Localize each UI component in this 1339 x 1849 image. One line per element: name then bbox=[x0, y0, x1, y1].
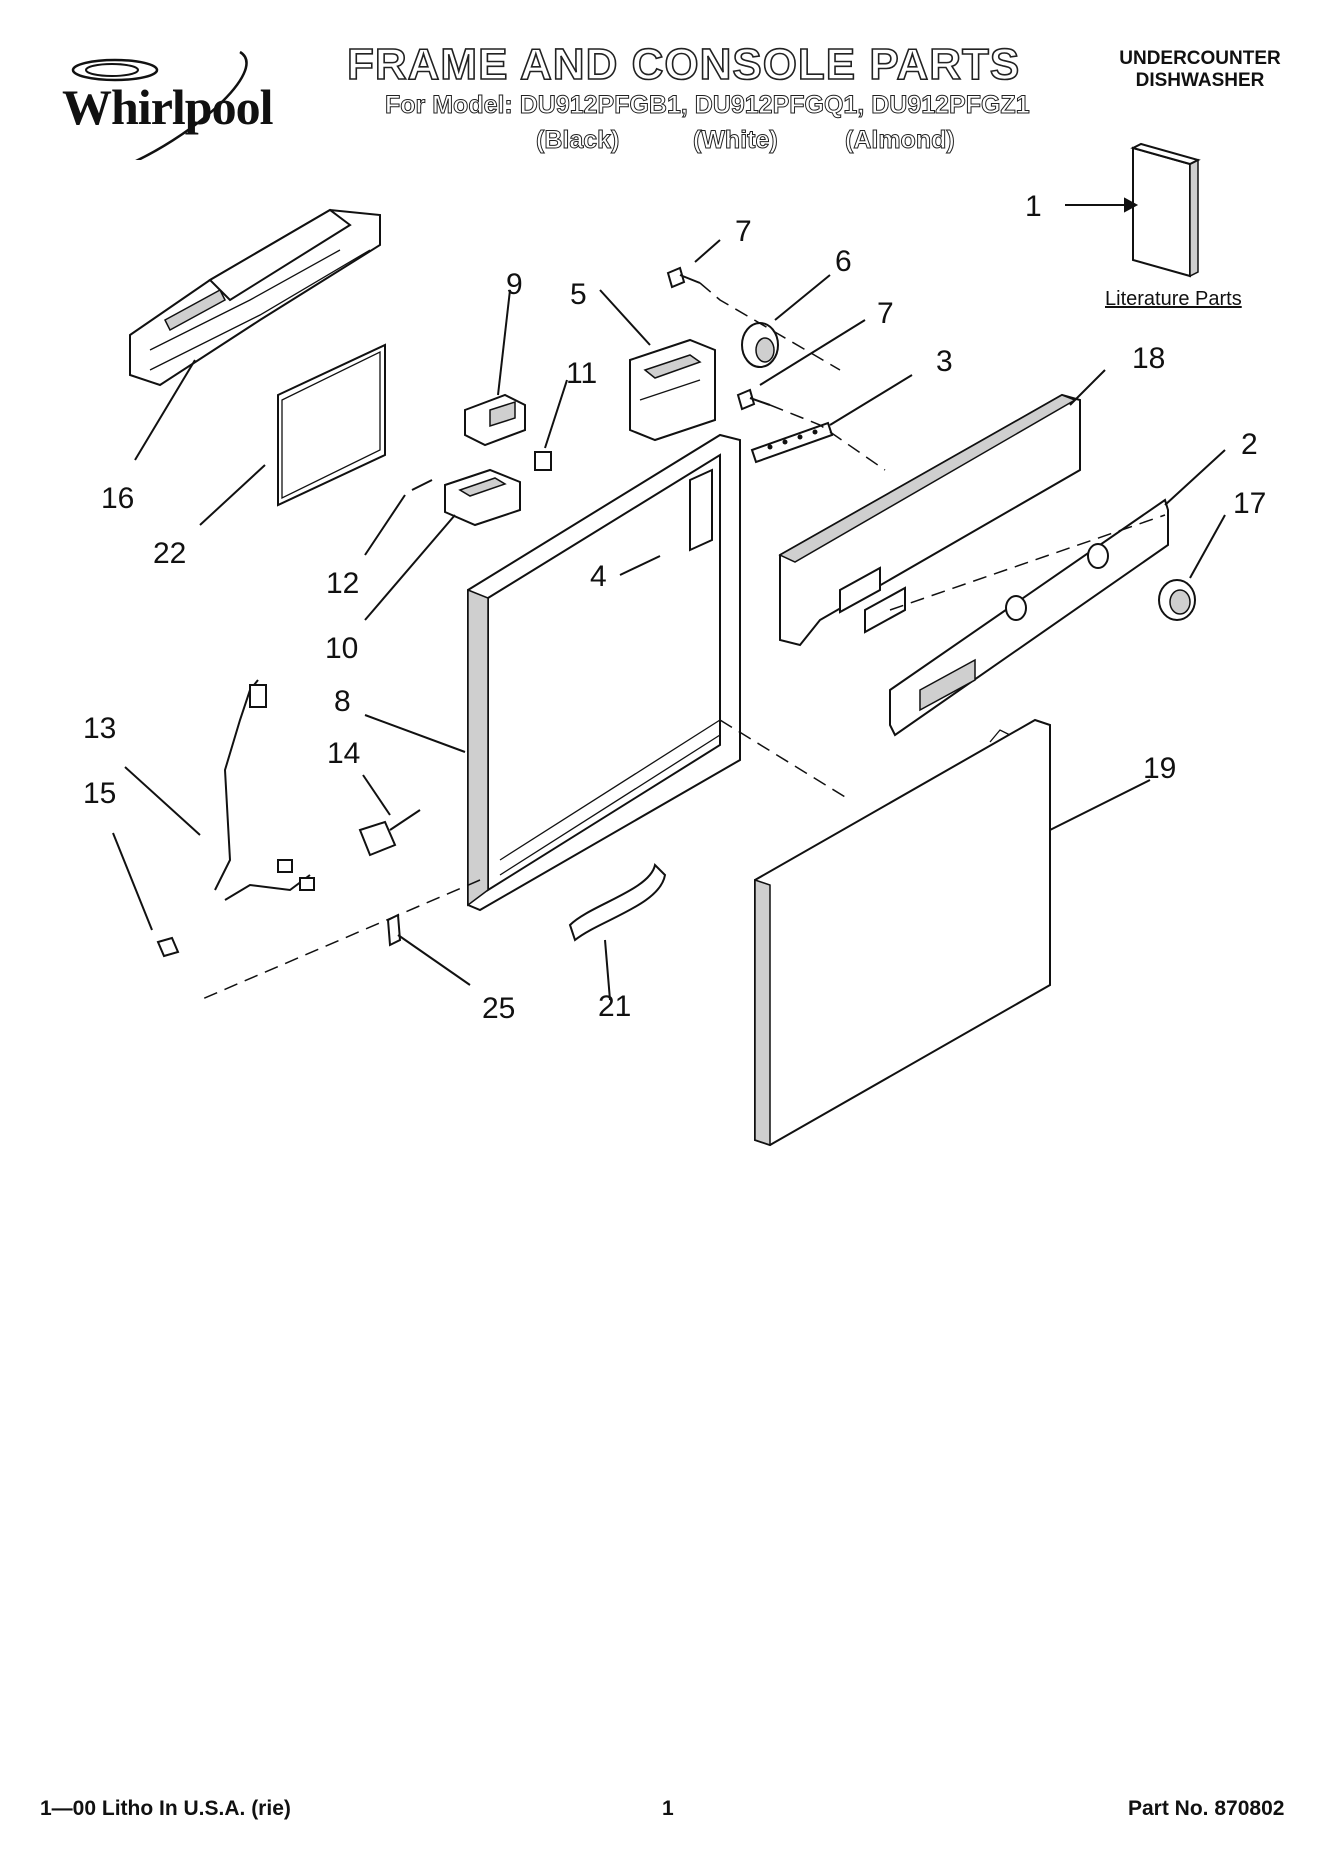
callout-8: 8 bbox=[334, 685, 351, 718]
literature-booklet bbox=[1130, 142, 1201, 278]
bracket-10 bbox=[444, 468, 521, 527]
callout-3: 3 bbox=[936, 345, 953, 378]
litho-info: 1—00 Litho In U.S.A. (rie) bbox=[40, 1797, 291, 1820]
whirlpool-logo: Whirlpool bbox=[40, 40, 280, 160]
variant-black: (Black) bbox=[535, 126, 620, 155]
console-overlay bbox=[889, 498, 1169, 737]
leader-lines bbox=[112, 197, 1226, 1001]
callout-5: 5 bbox=[570, 278, 587, 311]
callout-1: 1 bbox=[1025, 190, 1042, 223]
callout-9: 9 bbox=[506, 268, 523, 301]
sensor bbox=[358, 809, 421, 857]
callout-19: 19 bbox=[1143, 752, 1177, 785]
callout-2: 2 bbox=[1241, 428, 1258, 461]
callout-16: 16 bbox=[101, 482, 135, 515]
callout-18: 18 bbox=[1132, 342, 1166, 375]
product-type: UNDERCOUNTER DISHWASHER bbox=[1105, 48, 1295, 92]
callout-7-mid: 7 bbox=[877, 297, 894, 330]
callout-11: 11 bbox=[566, 357, 598, 390]
frame-clip bbox=[386, 913, 402, 947]
brand-name: Whirlpool bbox=[62, 79, 273, 135]
callout-6: 6 bbox=[835, 245, 852, 278]
product-line-2: DISHWASHER bbox=[1135, 70, 1265, 91]
callout-4: 4 bbox=[590, 560, 607, 593]
timer-dial bbox=[741, 322, 779, 368]
callout-21: 21 bbox=[598, 990, 632, 1023]
callout-22: 22 bbox=[153, 537, 187, 570]
callout-10: 10 bbox=[325, 632, 359, 665]
variant-white: (White) bbox=[693, 126, 779, 155]
screw-mid bbox=[736, 388, 771, 411]
page-title: FRAME AND CONSOLE PARTS bbox=[346, 39, 1021, 90]
callout-15: 15 bbox=[83, 777, 117, 810]
control-knob bbox=[1158, 579, 1196, 621]
connector bbox=[534, 451, 552, 471]
part-number: Part No. 870802 bbox=[1128, 1797, 1285, 1820]
harness-screw bbox=[156, 936, 180, 958]
door-handle bbox=[568, 862, 667, 942]
console-bracket bbox=[129, 208, 381, 387]
callout-14: 14 bbox=[327, 737, 361, 770]
swirl-icon bbox=[71, 50, 248, 160]
callout-13: 13 bbox=[83, 712, 117, 745]
model-line: For Model: DU912PFGB1, DU912PFGQ1, DU912… bbox=[385, 91, 1031, 120]
door-panel bbox=[754, 718, 1051, 1147]
pin-12 bbox=[411, 479, 433, 491]
door-frame bbox=[467, 433, 741, 912]
page-number: 1 bbox=[662, 1797, 674, 1820]
screw-top bbox=[666, 266, 701, 289]
callout-12: 12 bbox=[326, 567, 360, 600]
callout-25: 25 bbox=[482, 992, 516, 1025]
switch-bracket bbox=[464, 393, 526, 447]
control-module bbox=[629, 338, 716, 442]
wire-harness bbox=[214, 679, 315, 901]
switch-strip bbox=[750, 421, 834, 464]
variant-almond: (Almond) bbox=[845, 126, 956, 155]
callout-17: 17 bbox=[1233, 487, 1267, 520]
alignment-lines bbox=[199, 282, 1166, 1001]
callout-7-top: 7 bbox=[735, 215, 752, 248]
insulation-sheet bbox=[277, 343, 386, 507]
literature-parts-label: Literature Parts bbox=[1105, 288, 1242, 310]
product-line-1: UNDERCOUNTER bbox=[1119, 48, 1281, 69]
